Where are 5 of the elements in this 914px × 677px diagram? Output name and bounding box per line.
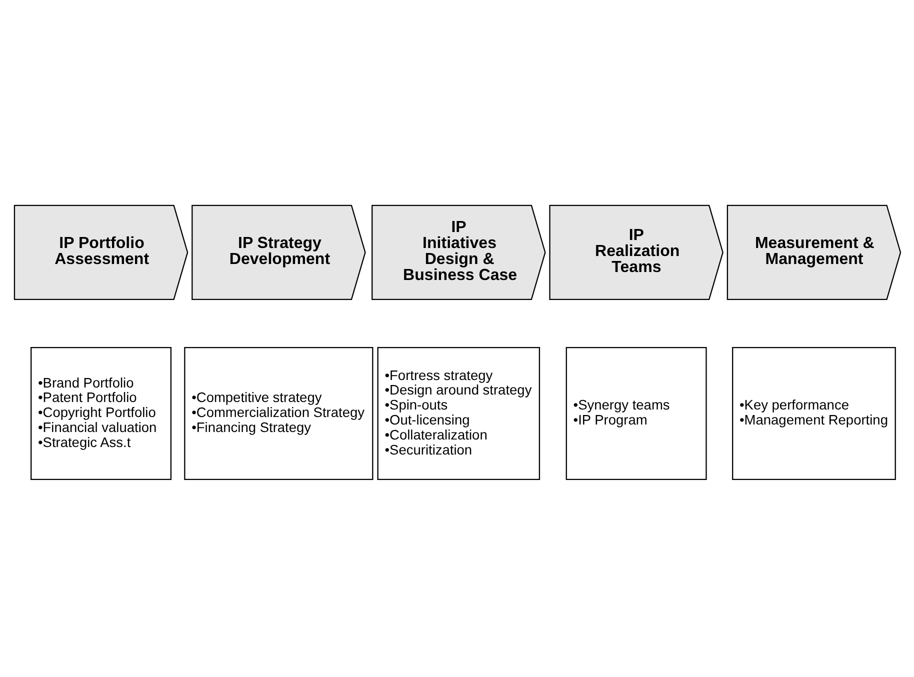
node-box: •Key performance •Management Reporting [732,346,896,480]
node-box: •Brand Portfolio •Patent Portfolio •Copyright Portfolio •Financial valuation •Strategic Ass.t [30,346,172,480]
node-box: •Fortress strategy •Design around strategy •Spin-outs •Out-licensing •Collateralization •Securitization [376,346,540,480]
node-box: •Synergy teams •IP Program [565,346,706,480]
node-box: •Competitive strategy •Commercialization Strategy •Financing Strategy [184,346,373,480]
